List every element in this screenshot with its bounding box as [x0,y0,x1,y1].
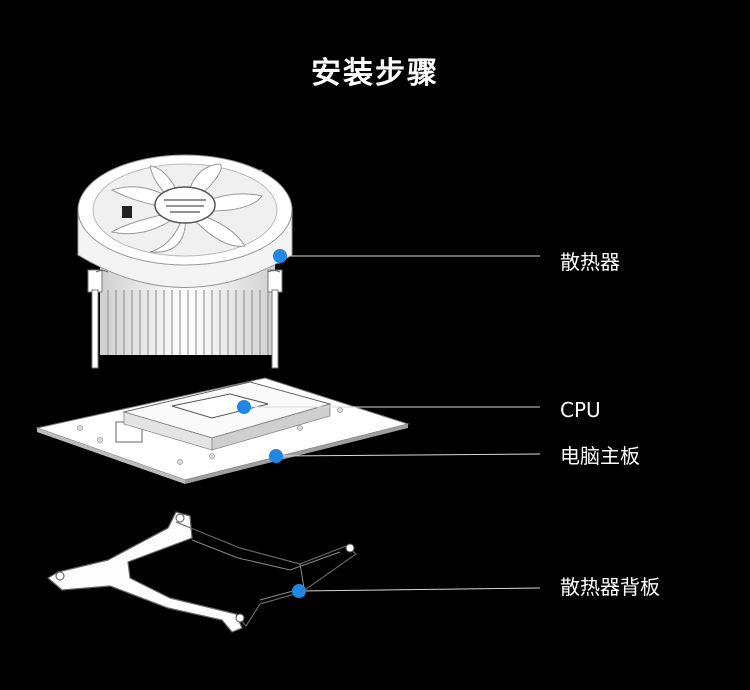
callout-dot-cpu [237,400,251,414]
backplate-illustration [46,511,357,633]
callout-dot-heatsink [273,249,287,263]
cpu-label: CPU [560,398,601,422]
backplate-label: 散热器背板 [560,575,660,599]
cpu-cooler-illustration [77,154,293,369]
fan-hub-logo [154,186,216,224]
fan-gap-shadow [122,206,132,218]
callout-line-motherboard [275,453,541,457]
callout-dot-motherboard [269,449,283,463]
callout-dot-backplate [292,584,306,598]
callout-lines [244,255,541,592]
callout-line-backplate [298,587,541,592]
page-title: 安装步骤 [311,56,439,91]
heatsink-label: 散热器 [560,250,620,274]
callout-dots [237,249,306,598]
cpu-illustration [122,381,332,451]
motherboard-label: 电脑主板 [560,444,640,468]
